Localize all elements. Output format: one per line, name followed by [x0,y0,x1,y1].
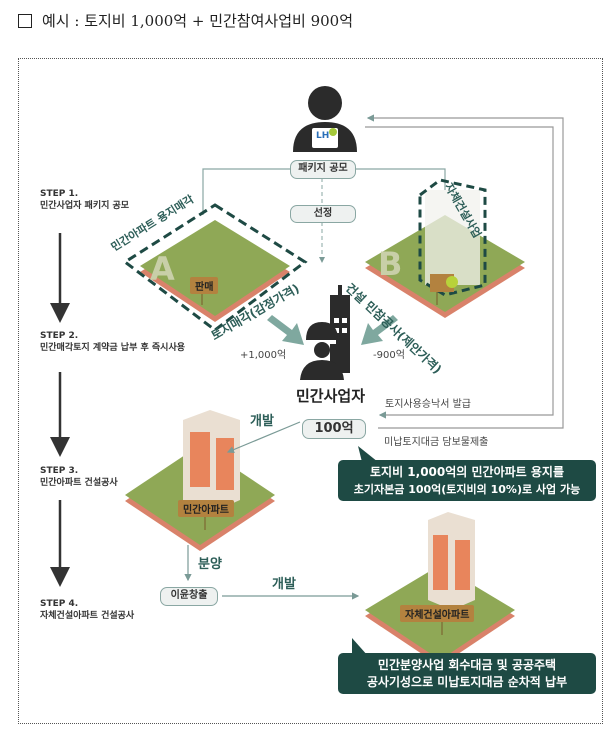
step-title: STEP 1. [40,189,79,199]
step-desc: 자체건설아파트 건설공사 [40,611,135,621]
step-title: STEP 4. [40,599,79,609]
package-pill: 패키지 공모 [290,160,356,179]
step-desc: 민간아파트 건설공사 [40,478,118,488]
step-desc: 민간사업자 패키지 공모 [40,201,130,211]
profit-pill: 이윤창출 [160,587,218,606]
apartment-a [125,410,275,551]
plot-a-letter: A [150,250,175,288]
header-text: 예시 : 토지비 1,000억 + 민간참여사업비 900억 [42,12,354,30]
apartment-b-sign: 자체건설아파트 [400,605,475,622]
diagram-frame [18,58,603,724]
lh-logo: LH [316,131,330,141]
apartment-a-sign: 민간아파트 [178,500,234,517]
header: 예시 : 토지비 1,000억 + 민간참여사업비 900억 [18,10,353,31]
step-4: STEP 4. 자체건설아파트 건설공사 [40,598,134,622]
callout-1: 토지비 1,000억의 민간아파트 용지를 초기자본금 100억(토지비의 10… [338,460,596,501]
plot-b-amount: -900억 [373,350,405,361]
step-title: STEP 2. [40,331,79,341]
permit-label: 토지사용승낙서 발급 [385,399,471,410]
callout-2: 민간분양사업 회수대금 및 공공주택 공사기성으로 미납토지대금 순차적 납부 [338,653,596,694]
plot-a-amount: +1,000억 [240,350,287,361]
arrow-plot-a-to-developer [267,315,304,345]
sale-label: 분양 [198,557,222,572]
lh-person-icon [293,86,357,152]
plot-a [122,203,308,332]
plot-b-letter: B [378,245,403,283]
step-3: STEP 3. 민간아파트 건설공사 [40,465,118,489]
arrow-plot-b-to-developer [361,315,398,345]
checkbox-icon [18,13,32,28]
step-title: STEP 3. [40,466,79,476]
callout-line: 초기자본금 100억(토지비의 10%)로 사업 가능 [353,483,581,496]
callout-line: 토지비 1,000억의 민간아파트 용지를 [369,465,564,479]
develop-label-2: 개발 [272,577,296,592]
apartment-b [365,512,515,666]
step-2: STEP 2. 민간매각토지 계약금 납부 후 즉시사용 [40,330,185,354]
developer-amount-pill: 100억 [302,419,366,439]
callout-line: 민간분양사업 회수대금 및 공공주택 [377,658,557,672]
plot-a-sign: 판매 [190,277,219,294]
developer-label: 민간사업자 [296,387,366,405]
develop-label-1: 개발 [250,414,274,429]
step-desc: 민간매각토지 계약금 납부 후 즉시사용 [40,343,186,353]
step-1: STEP 1. 민간사업자 패키지 공모 [40,188,129,212]
plot-b [365,178,525,318]
callout-line: 공사기성으로 미납토지대금 순차적 납부 [366,675,568,689]
select-pill: 선정 [290,205,356,223]
developer-worker-icon [300,285,350,380]
collateral-label: 미납토지대금 담보물제출 [384,437,489,448]
